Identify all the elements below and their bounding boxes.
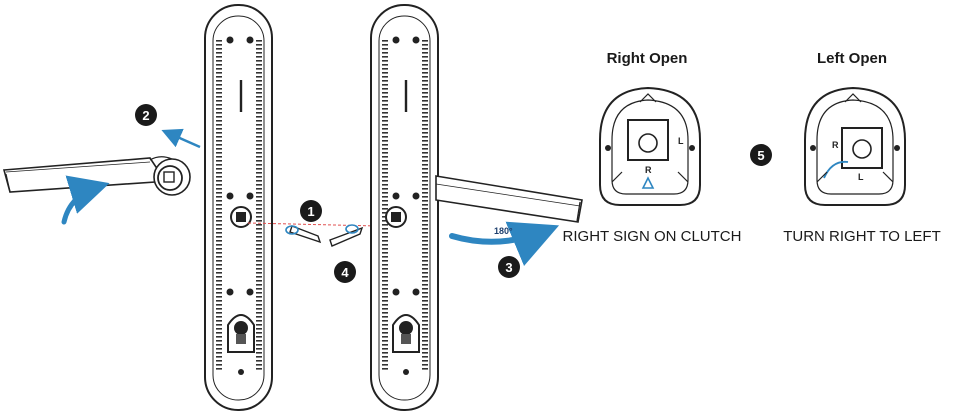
- right-faceplate: [370, 4, 439, 411]
- right-lever-handle: [435, 175, 583, 223]
- clutch-letter-bottom: L: [858, 172, 864, 182]
- pull-handle-arrow-icon: [161, 128, 201, 149]
- rotation-angle-label: 180°: [494, 226, 513, 236]
- step-number: 5: [757, 148, 764, 163]
- rotate-handle-arrow-icon: [61, 175, 110, 225]
- step-badge-3: 3: [498, 256, 520, 278]
- left-open-clutch: [804, 86, 906, 206]
- clutch-letter-bottom: R: [645, 165, 652, 175]
- step-badge-5: 5: [750, 144, 772, 166]
- step-number: 1: [307, 204, 314, 219]
- left-faceplate: [204, 4, 273, 411]
- left-open-caption: TURN RIGHT TO LEFT: [783, 228, 941, 245]
- right-open-clutch: [599, 86, 701, 206]
- step-number: 2: [142, 108, 149, 123]
- clutch-letter-top: L: [678, 136, 684, 146]
- step-badge-2: 2: [135, 104, 157, 126]
- left-lever-handle: [2, 156, 191, 196]
- rotate-180-arrow-icon: [449, 221, 560, 266]
- step-badge-1: 1: [300, 200, 322, 222]
- spindle-connection: [247, 222, 379, 247]
- step-badge-4: 4: [334, 261, 356, 283]
- left-open-title: Left Open: [817, 50, 887, 67]
- right-open-title: Right Open: [607, 50, 688, 67]
- clutch-letter-top: R: [832, 140, 839, 150]
- step-number: 3: [505, 260, 512, 275]
- step-number: 4: [341, 265, 349, 280]
- right-open-caption: RIGHT SIGN ON CLUTCH: [563, 228, 742, 245]
